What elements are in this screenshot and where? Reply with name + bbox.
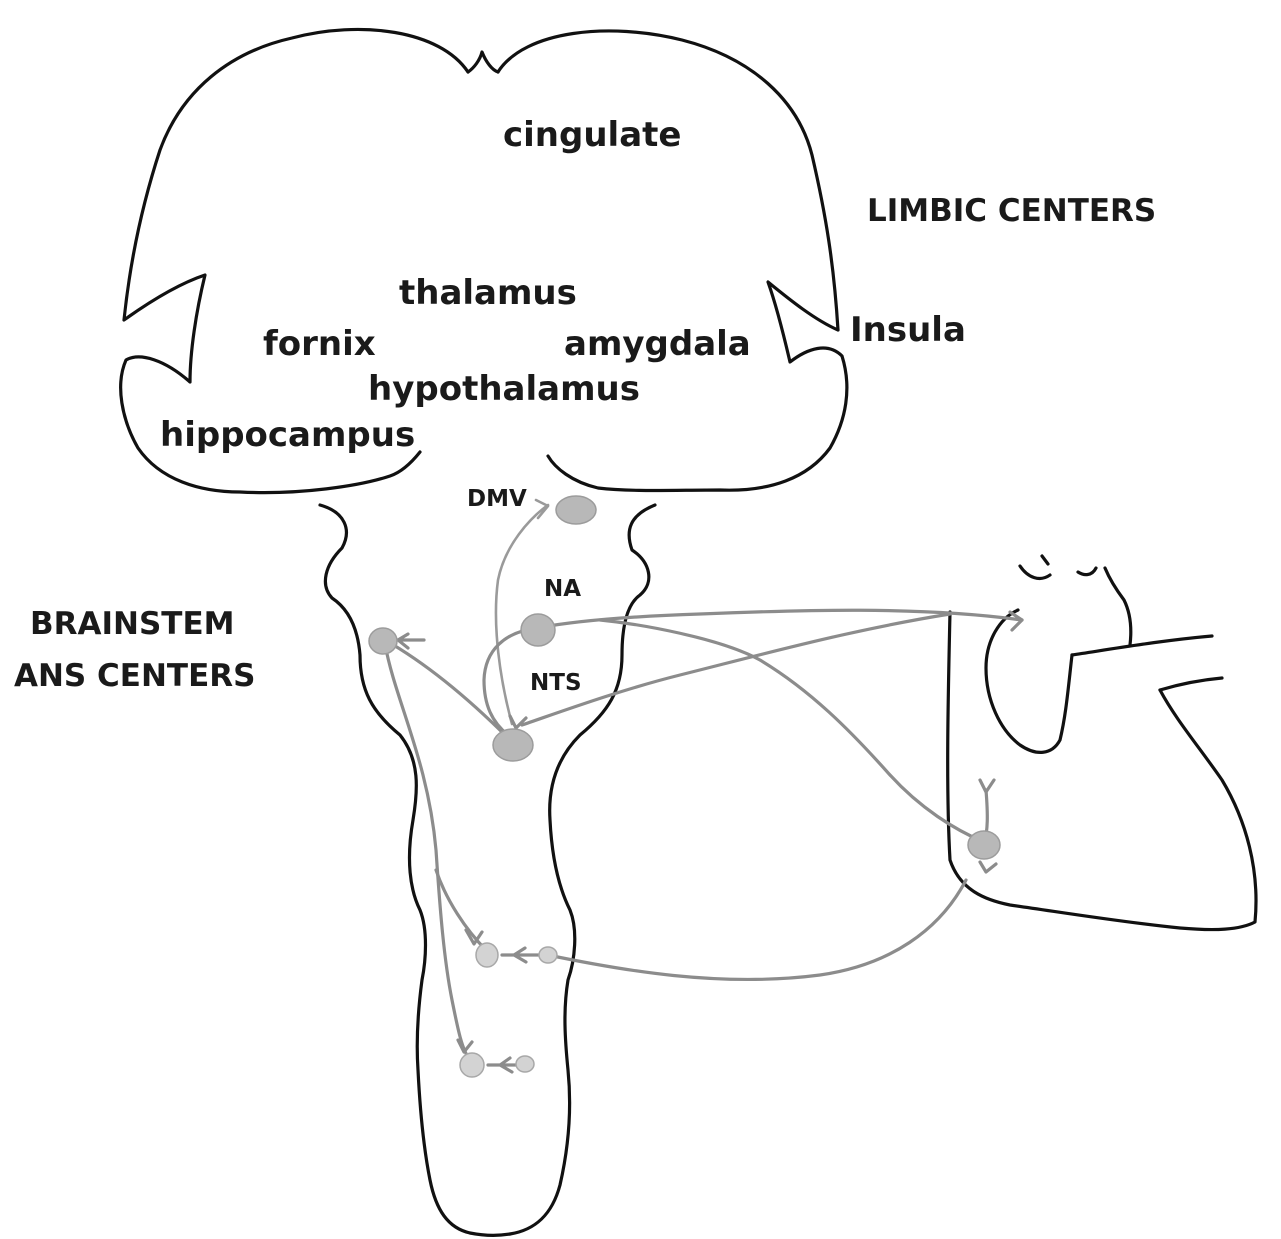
- spinal-cord-bottom-outline: [470, 1233, 510, 1235]
- cingulate-label: cingulate: [503, 115, 681, 155]
- limbic-centers-label: LIMBIC CENTERS: [867, 193, 1156, 229]
- heart-right-inner-outline: [986, 610, 1072, 752]
- left-nucleus-synapse-marker: [398, 634, 424, 648]
- spinal-ganglion-lower: [460, 1053, 484, 1077]
- fornix-label: fornix: [263, 324, 376, 364]
- descending-synapse-lower: [458, 1040, 472, 1052]
- cardiac-ganglion-synapse-bottom: [980, 862, 996, 872]
- cardiac-ganglion: [968, 831, 1000, 859]
- dmv-label: DMV: [467, 486, 527, 512]
- cardiac-ganglion-pathway: [600, 620, 984, 842]
- heart-left-outline: [948, 612, 1256, 930]
- na-label: NA: [544, 576, 581, 602]
- brainstem-label: BRAINSTEM: [30, 606, 234, 642]
- paravertebral-ganglion-lower: [516, 1056, 534, 1072]
- ganglion-synapse-upper: [502, 948, 540, 962]
- amygdala-label: amygdala: [564, 324, 751, 364]
- brain-right-hemisphere-outline: [498, 31, 847, 491]
- heart-atrium-synapse-marker: [1010, 612, 1022, 630]
- hippocampus-label: hippocampus: [160, 415, 415, 455]
- thalamus-label: thalamus: [399, 273, 577, 313]
- pulmonary-artery-top: [1072, 636, 1212, 655]
- insula-label: Insula: [850, 310, 966, 350]
- nts-nucleus: [493, 729, 533, 761]
- cardiac-ganglion-synapse-top: [980, 780, 994, 792]
- dmv-nucleus: [556, 496, 596, 524]
- hypothalamus-label: hypothalamus: [368, 369, 640, 409]
- sympathetic-cardiac-pathway: [548, 880, 966, 979]
- pulmonary-artery-bottom: [1160, 678, 1222, 690]
- nts-cardiac-afferent-pathway: [522, 614, 950, 725]
- nts-synapse-marker: [510, 716, 526, 728]
- nts-label: NTS: [530, 670, 582, 696]
- aorta-outline: [1105, 568, 1131, 645]
- heart-vessel-stubs: [1020, 556, 1096, 578]
- na-nucleus: [521, 614, 555, 646]
- left-nucleus-descending-pathway: [385, 644, 470, 1060]
- brain-midline-notch: [468, 52, 498, 72]
- paravertebral-ganglion-upper: [539, 947, 557, 963]
- ans-centers-label: ANS CENTERS: [14, 658, 255, 694]
- spinal-ganglion-upper: [476, 943, 498, 967]
- left-brainstem-nucleus: [369, 628, 397, 654]
- ganglion-synapse-lower: [488, 1058, 518, 1072]
- brainstem-left-outline: [320, 505, 470, 1233]
